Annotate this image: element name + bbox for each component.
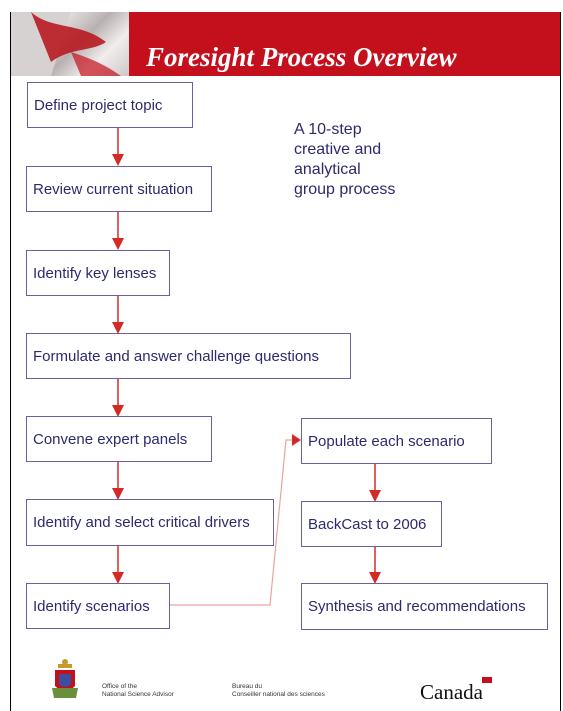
step-label: Define project topic: [34, 96, 163, 114]
step-label: Formulate and answer challenge questions: [33, 347, 320, 365]
wordmark-flag-icon: [482, 677, 492, 683]
step-box: BackCast to 2006: [301, 501, 442, 547]
step-box: Identify key lenses: [26, 250, 170, 296]
step-box: Review current situation: [26, 166, 212, 212]
office-name-fr: Bureau du Conseiller national des scienc…: [232, 683, 325, 698]
step-box: Identify scenarios: [26, 583, 170, 629]
connector-scenarios-populate: [170, 439, 296, 606]
process-note: A 10-step creative and analytical group …: [294, 120, 395, 200]
step-label: BackCast to 2006: [308, 515, 427, 533]
step-box: Populate each scenario: [301, 418, 492, 464]
step-box: Define project topic: [27, 82, 193, 128]
step-box: Convene expert panels: [26, 416, 212, 462]
note-line: analytical: [294, 161, 361, 178]
frame-right: [560, 12, 561, 711]
step-label: Identify key lenses: [33, 264, 157, 282]
page-title: Foresight Process Overview: [146, 42, 457, 72]
step-box: Identify and select critical drivers: [26, 499, 274, 546]
step-box: Formulate and answer challenge questions: [26, 333, 351, 379]
step-label: Identify scenarios: [33, 597, 150, 615]
canada-flag-image: [11, 12, 129, 76]
canada-wordmark: Canada: [420, 680, 483, 704]
step-label: Convene expert panels: [33, 430, 188, 448]
step-label: Populate each scenario: [308, 432, 465, 450]
frame-left: [10, 12, 11, 711]
note-line: A 10-step: [294, 121, 362, 138]
note-line: creative and: [294, 141, 382, 158]
office-name-en: Office of the National Science Advisor: [102, 683, 174, 698]
step-label: Synthesis and recommendations: [308, 598, 526, 615]
title-banner: Foresight Process Overview: [11, 12, 560, 76]
step-label: Review current situation: [33, 180, 194, 198]
note-line: group process: [294, 181, 396, 198]
coat-of-arms-icon: [52, 659, 78, 698]
step-label: Identify and select critical drivers: [33, 514, 250, 531]
step-box: Synthesis and recommendations: [301, 583, 548, 630]
